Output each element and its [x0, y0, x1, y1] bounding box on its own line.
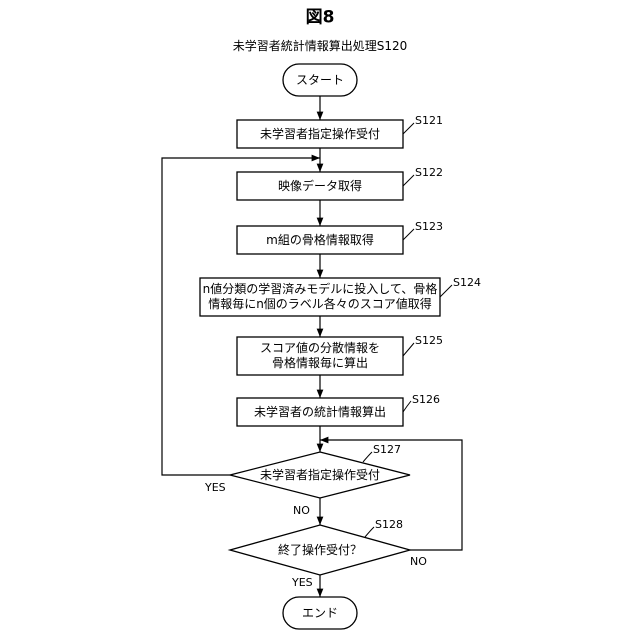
s123-text: m組の骨格情報取得 [266, 234, 374, 246]
s127-label-leader [363, 452, 372, 462]
s128-label-leader [365, 527, 374, 537]
s127-yes-label: YES [205, 482, 226, 493]
s124-text: n値分類の学習済みモデルに投入して、骨格 情報毎にn個のラベル各々のスコア値取得 [203, 282, 438, 312]
s128-yes-label: YES [292, 577, 313, 588]
s126-label-leader [403, 401, 411, 412]
s128-step-label: S128 [375, 519, 403, 530]
s126-text: 未学習者の統計情報算出 [254, 406, 386, 418]
s127-no-label: NO [293, 505, 310, 516]
s127-step-label: S127 [373, 444, 401, 455]
s128-no-label: NO [410, 556, 427, 567]
s125-step-label: S125 [415, 335, 443, 346]
s125-text-line1: スコア値の分散情報を [260, 341, 380, 356]
s124-text-line2: 情報毎にn個のラベル各々のスコア値取得 [203, 297, 438, 312]
s123-label-leader [403, 229, 414, 240]
s121-step-label: S121 [415, 115, 443, 126]
s121-text: 未学習者指定操作受付 [260, 128, 380, 140]
end-text: エンド [302, 607, 338, 619]
s125-text-line2: 骨格情報毎に算出 [260, 356, 380, 371]
s122-text: 映像データ取得 [278, 180, 362, 192]
s122-step-label: S122 [415, 167, 443, 178]
s128-text: 終了操作受付？ [278, 544, 362, 556]
process-title: 未学習者統計情報算出処理S120 [233, 40, 408, 52]
s125-text: スコア値の分散情報を 骨格情報毎に算出 [260, 341, 380, 371]
s124-step-label: S124 [453, 277, 481, 288]
figure-label: 図8 [306, 10, 335, 27]
s124-label-leader [440, 285, 452, 297]
s123-step-label: S123 [415, 221, 443, 232]
s126-step-label: S126 [412, 394, 440, 405]
s125-label-leader [403, 343, 414, 356]
s121-label-leader [403, 123, 414, 134]
s124-text-line1: n値分類の学習済みモデルに投入して、骨格 [203, 282, 438, 297]
start-text: スタート [296, 74, 344, 86]
s122-label-leader [403, 175, 414, 186]
s127-text: 未学習者指定操作受付 [260, 469, 380, 481]
